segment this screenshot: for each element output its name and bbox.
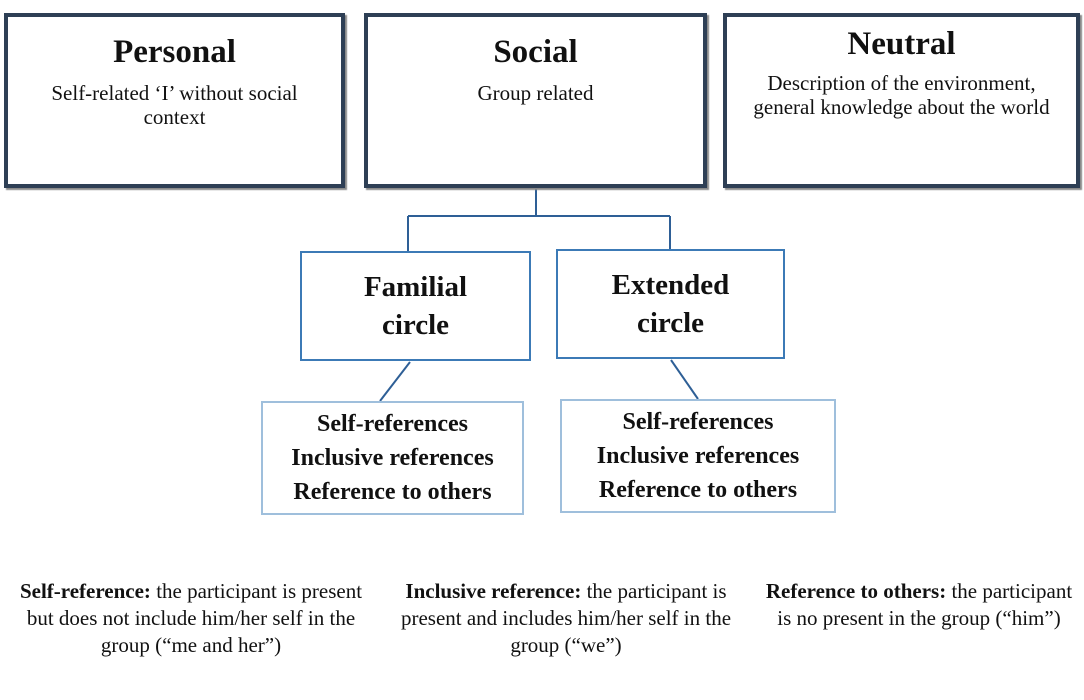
self-reference-text: the participant is present but does not … <box>26 579 363 657</box>
extended-circle-title: Extended circle <box>611 269 730 339</box>
personal-box: Personal Self-related ‘I’ without social… <box>4 13 345 188</box>
self-reference-definition: Self-reference: the participant is prese… <box>18 578 364 659</box>
inclusive-reference-definition: Inclusive reference: the participant is … <box>398 578 734 659</box>
neutral-title: Neutral <box>847 26 956 62</box>
familial-circle-title: Familial circle <box>363 271 468 341</box>
extended-reference-to-others: Reference to others <box>598 477 798 503</box>
reference-to-others-term: Reference to others: <box>765 579 947 603</box>
inclusive-reference-term: Inclusive reference: <box>405 579 582 603</box>
familial-references-box: Self-references Inclusive references Ref… <box>261 401 524 515</box>
familial-circle-box: Familial circle <box>300 251 531 361</box>
social-box: Social Group related <box>364 13 707 188</box>
familial-reference-to-others: Reference to others <box>293 479 492 505</box>
familial-to-refs-line <box>379 361 411 402</box>
extended-self-references: Self-references <box>622 409 774 435</box>
familial-self-references: Self-references <box>316 411 469 437</box>
personal-title: Personal <box>113 34 236 70</box>
familial-inclusive-references: Inclusive references <box>291 445 494 471</box>
social-title: Social <box>493 34 578 70</box>
extended-references-box: Self-references Inclusive references Ref… <box>560 399 836 513</box>
neutral-box: Neutral Description of the environment, … <box>723 13 1080 188</box>
personal-description: Self-related ‘I’ without social context <box>51 81 298 129</box>
neutral-description: Description of the environment, general … <box>753 71 1050 119</box>
self-reference-term: Self-reference: <box>19 579 151 603</box>
inclusive-reference-text: the participant is present and includes … <box>400 579 732 657</box>
extended-inclusive-references: Inclusive references <box>596 443 800 469</box>
reference-to-others-text: the participant is no present in the gro… <box>777 579 1073 630</box>
reference-to-others-definition: Reference to others: the participant is … <box>764 578 1074 632</box>
extended-to-refs-line <box>670 359 699 400</box>
extended-circle-box: Extended circle <box>556 249 785 359</box>
social-description: Group related <box>477 81 594 105</box>
